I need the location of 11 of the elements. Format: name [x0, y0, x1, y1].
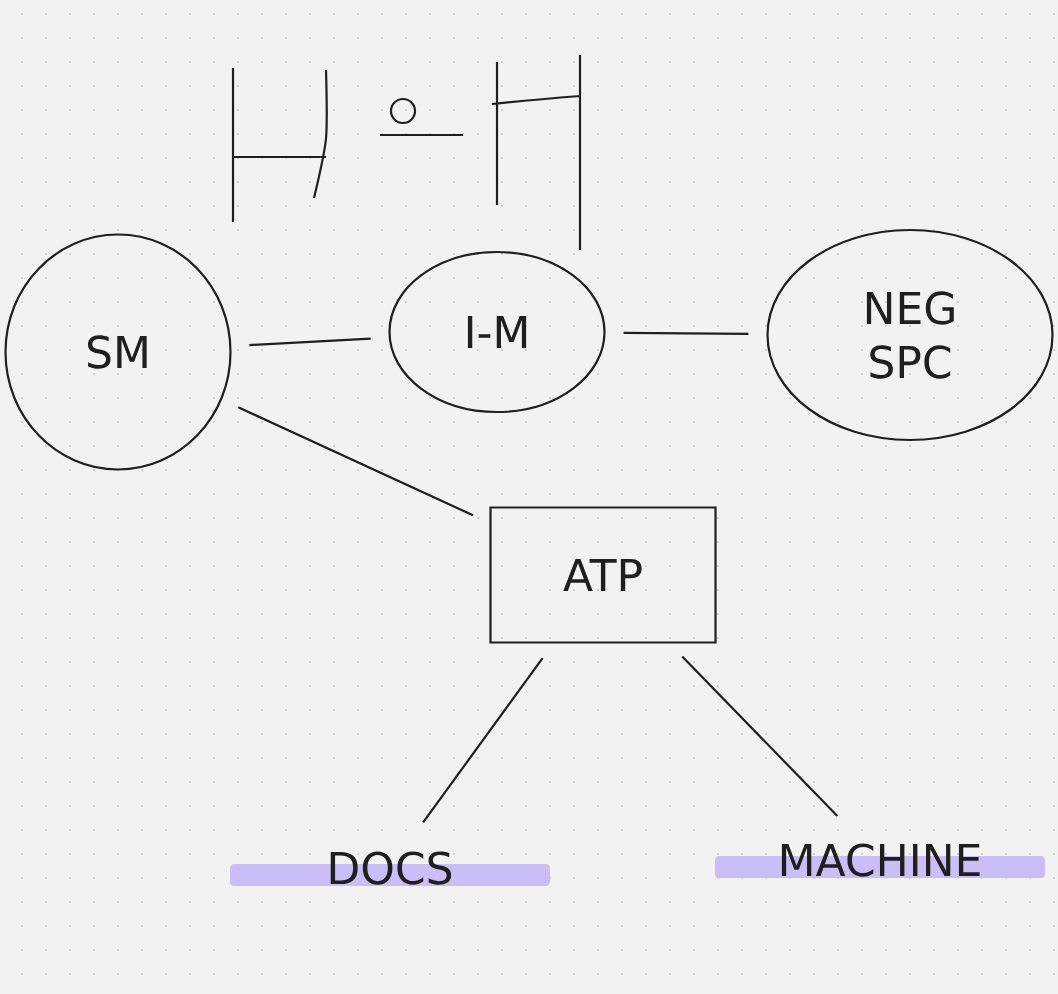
ellipse-node: SM — [4, 233, 232, 471]
highlighted-text: MACHINE — [715, 843, 1045, 878]
connector-line — [623, 331, 749, 335]
connector-line — [249, 337, 371, 347]
ellipse-node: I-M — [388, 250, 606, 414]
connector-line — [237, 406, 474, 517]
highlighted-text: DOCS — [230, 851, 550, 886]
connector-line — [422, 657, 544, 823]
process-box: ATP — [489, 506, 717, 644]
ellipse-node: NEG SPC — [766, 228, 1054, 442]
connector-line — [681, 655, 839, 817]
